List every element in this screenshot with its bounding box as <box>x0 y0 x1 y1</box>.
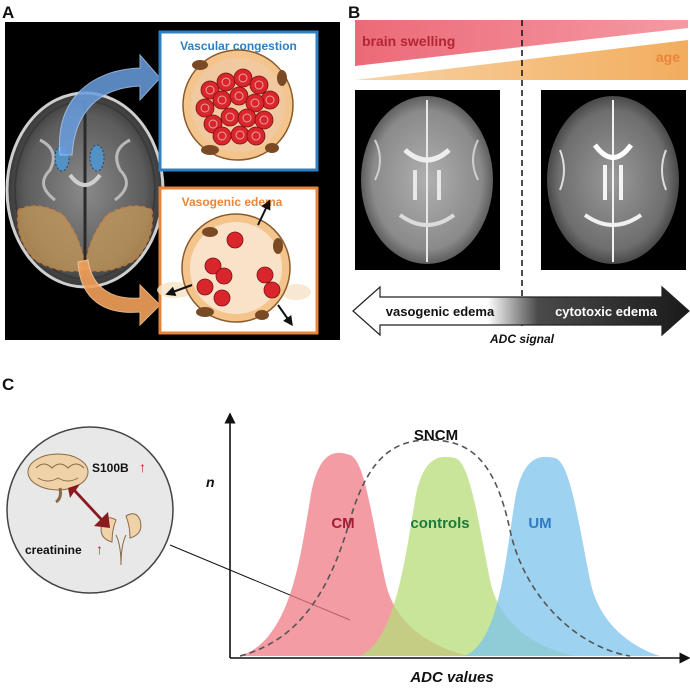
y-axis-label: n <box>206 474 215 490</box>
panel-b-letter: B <box>348 3 360 22</box>
vasogenic-edema-arrow-label: vasogenic edema <box>386 304 495 319</box>
brain-icon <box>27 453 89 504</box>
creatinine-label: creatinine <box>25 543 82 557</box>
cm-label: CM <box>331 515 354 532</box>
um-label: UM <box>528 515 551 532</box>
vascular-congestion-arrow <box>59 53 161 156</box>
double-arrow-icon <box>68 484 110 528</box>
congested-vessel-illustration <box>182 49 294 161</box>
creatinine-up-arrow: ↑ <box>96 541 103 557</box>
cm-distribution <box>240 452 470 656</box>
x-axis-label: ADC values <box>409 669 493 686</box>
s100b-label: S100B <box>92 461 129 475</box>
edematous-vessel-illustration <box>157 199 311 327</box>
panel-a-mri-brain <box>5 91 165 289</box>
s100b-up-arrow: ↑ <box>139 459 146 475</box>
sncm-label: SNCM <box>414 427 458 444</box>
adc-signal-caption: ADC signal <box>489 332 555 346</box>
biomarker-circle <box>6 426 174 594</box>
vascular-congestion-title: Vascular congestion <box>180 39 297 53</box>
panel-c-letter: C <box>2 375 14 394</box>
panel-a-letter: A <box>2 3 14 22</box>
adc-image-cytotoxic <box>541 90 686 270</box>
cytotoxic-edema-arrow-label: cytotoxic edema <box>555 304 658 319</box>
age-label: age <box>656 49 680 65</box>
controls-label: controls <box>410 515 469 532</box>
adc-image-vasogenic <box>355 90 500 270</box>
controls-distribution <box>360 456 575 656</box>
adc-signal-arrow <box>352 285 690 337</box>
sncm-distribution <box>239 439 631 657</box>
vasogenic-edema-title: Vasogenic edema <box>182 195 283 209</box>
um-distribution <box>465 456 660 656</box>
brain-swelling-label: brain swelling <box>362 33 455 49</box>
vasogenic-edema-arrow <box>77 259 161 327</box>
